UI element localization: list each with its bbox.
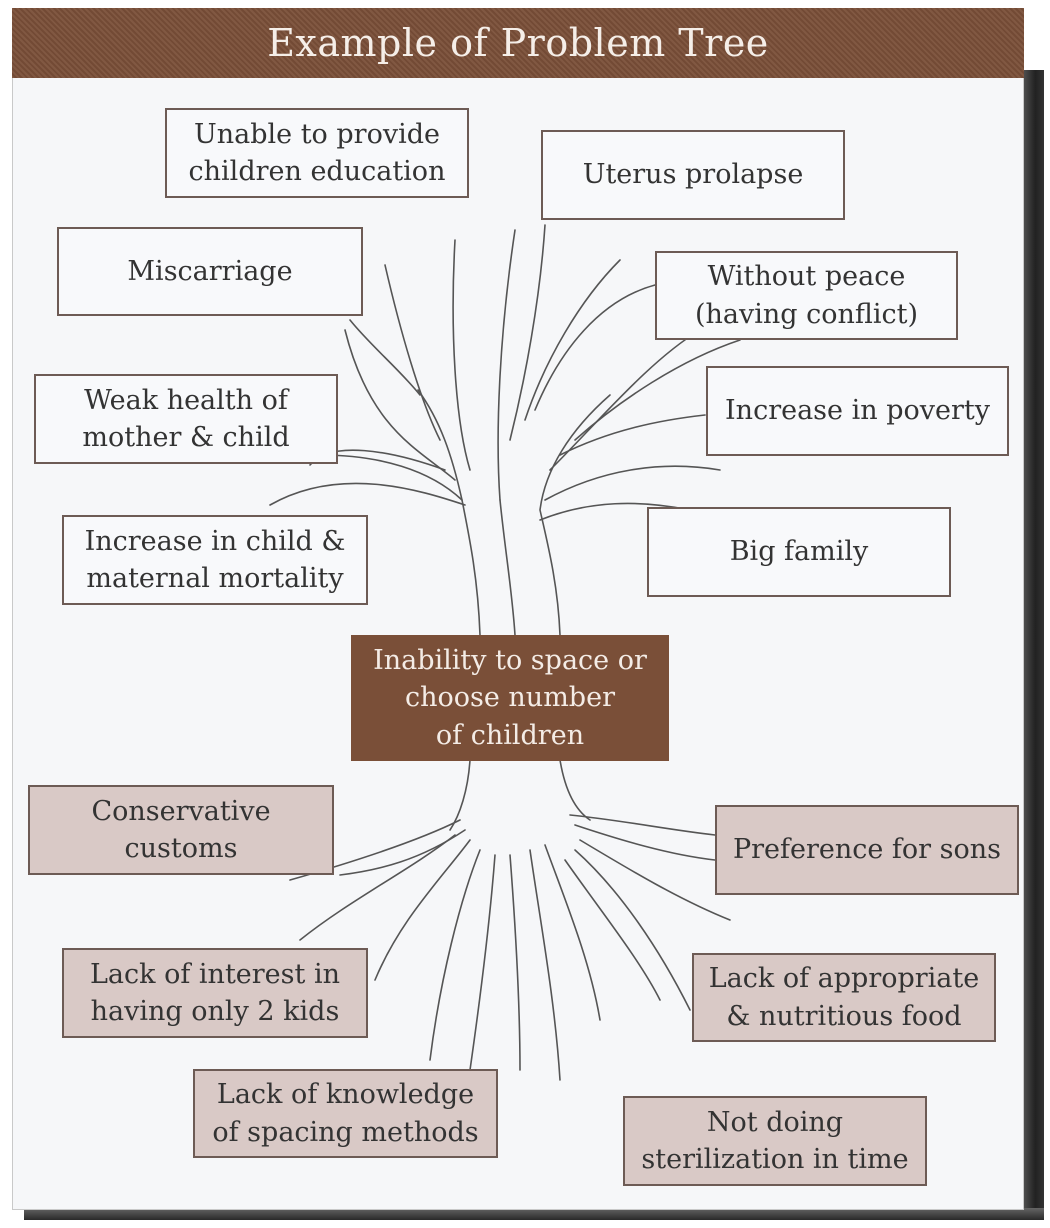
tree-branch — [509, 224, 546, 441]
core-problem-label: Inability to space or choose number of c… — [373, 645, 647, 751]
cause-label: Not doing sterilization in time — [641, 1106, 909, 1175]
cause-box-sons: Preference for sons — [715, 805, 1019, 895]
tree-branch — [319, 454, 463, 501]
tree-root — [529, 849, 561, 1081]
title-bar: Example of Problem Tree — [12, 8, 1024, 78]
cause-box-knowledge: Lack of knowledge of spacing methods — [193, 1069, 498, 1158]
panel-shadow-right — [1022, 70, 1044, 1218]
tree-branch — [349, 319, 421, 396]
effect-box-poverty: Increase in poverty — [706, 366, 1009, 456]
tree-trunk-mid — [499, 499, 516, 636]
effect-label: Miscarriage — [127, 255, 293, 287]
cause-box-nutrition: Lack of appropriate & nutritious food — [692, 953, 996, 1042]
cause-box-sterilization: Not doing sterilization in time — [623, 1096, 927, 1186]
effect-label: Uterus prolapse — [582, 159, 804, 191]
tree-branch — [384, 264, 441, 441]
tree-branch — [574, 339, 741, 441]
tree-root — [574, 824, 716, 861]
core-problem-box: Inability to space or choose number of c… — [351, 635, 669, 761]
tree-branch — [559, 414, 706, 456]
tree-root — [429, 849, 481, 1061]
effect-box-miscarriage: Miscarriage — [57, 227, 363, 316]
cause-label: Conservative customs — [91, 795, 271, 864]
tree-root — [469, 854, 496, 1071]
tree-root — [339, 829, 466, 876]
tree-root — [509, 854, 521, 1071]
tree-branch — [452, 239, 471, 471]
tree-branch — [534, 284, 656, 411]
page-title: Example of Problem Tree — [267, 21, 769, 65]
effect-box-health: Weak health of mother & child — [34, 374, 338, 464]
tree-branch — [497, 229, 516, 501]
cause-box-two-kids: Lack of interest in having only 2 kids — [62, 948, 368, 1038]
tree-trunk-right — [539, 394, 611, 636]
tree-root — [544, 844, 601, 1021]
effect-box-education: Unable to provide children education — [165, 108, 469, 198]
tree-branch — [544, 465, 721, 501]
cause-label: Lack of appropriate & nutritious food — [708, 963, 980, 1032]
cause-label: Lack of knowledge of spacing methods — [212, 1079, 479, 1148]
effect-box-peace: Without peace (having conflict) — [655, 251, 958, 340]
effect-box-uterus: Uterus prolapse — [541, 130, 845, 220]
tree-root — [564, 859, 661, 1001]
effect-box-mortality: Increase in child & maternal mortality — [62, 515, 368, 605]
effect-label: Unable to provide children education — [188, 118, 446, 187]
cause-label: Lack of interest in having only 2 kids — [90, 958, 340, 1027]
effect-label: Without peace (having conflict) — [694, 261, 919, 330]
tree-root — [299, 834, 456, 941]
tree-root — [579, 839, 731, 921]
panel-shadow-bottom — [24, 1208, 1044, 1220]
tree-root — [574, 849, 691, 1011]
tree-trunk-lower-left — [449, 759, 471, 831]
tree-branch — [524, 259, 621, 421]
effect-box-big-family: Big family — [647, 507, 951, 597]
effect-label: Big family — [729, 536, 869, 568]
effect-label: Increase in child & maternal mortality — [84, 525, 346, 594]
effect-label: Weak health of mother & child — [82, 384, 290, 453]
tree-branch — [269, 482, 466, 506]
tree-root — [374, 839, 471, 981]
tree-root — [569, 814, 716, 836]
tree-trunk-left — [417, 389, 481, 636]
effect-label: Increase in poverty — [725, 395, 990, 427]
cause-label: Preference for sons — [732, 834, 1002, 866]
cause-box-customs: Conservative customs — [28, 785, 334, 875]
tree-trunk-lower-right — [559, 759, 591, 821]
